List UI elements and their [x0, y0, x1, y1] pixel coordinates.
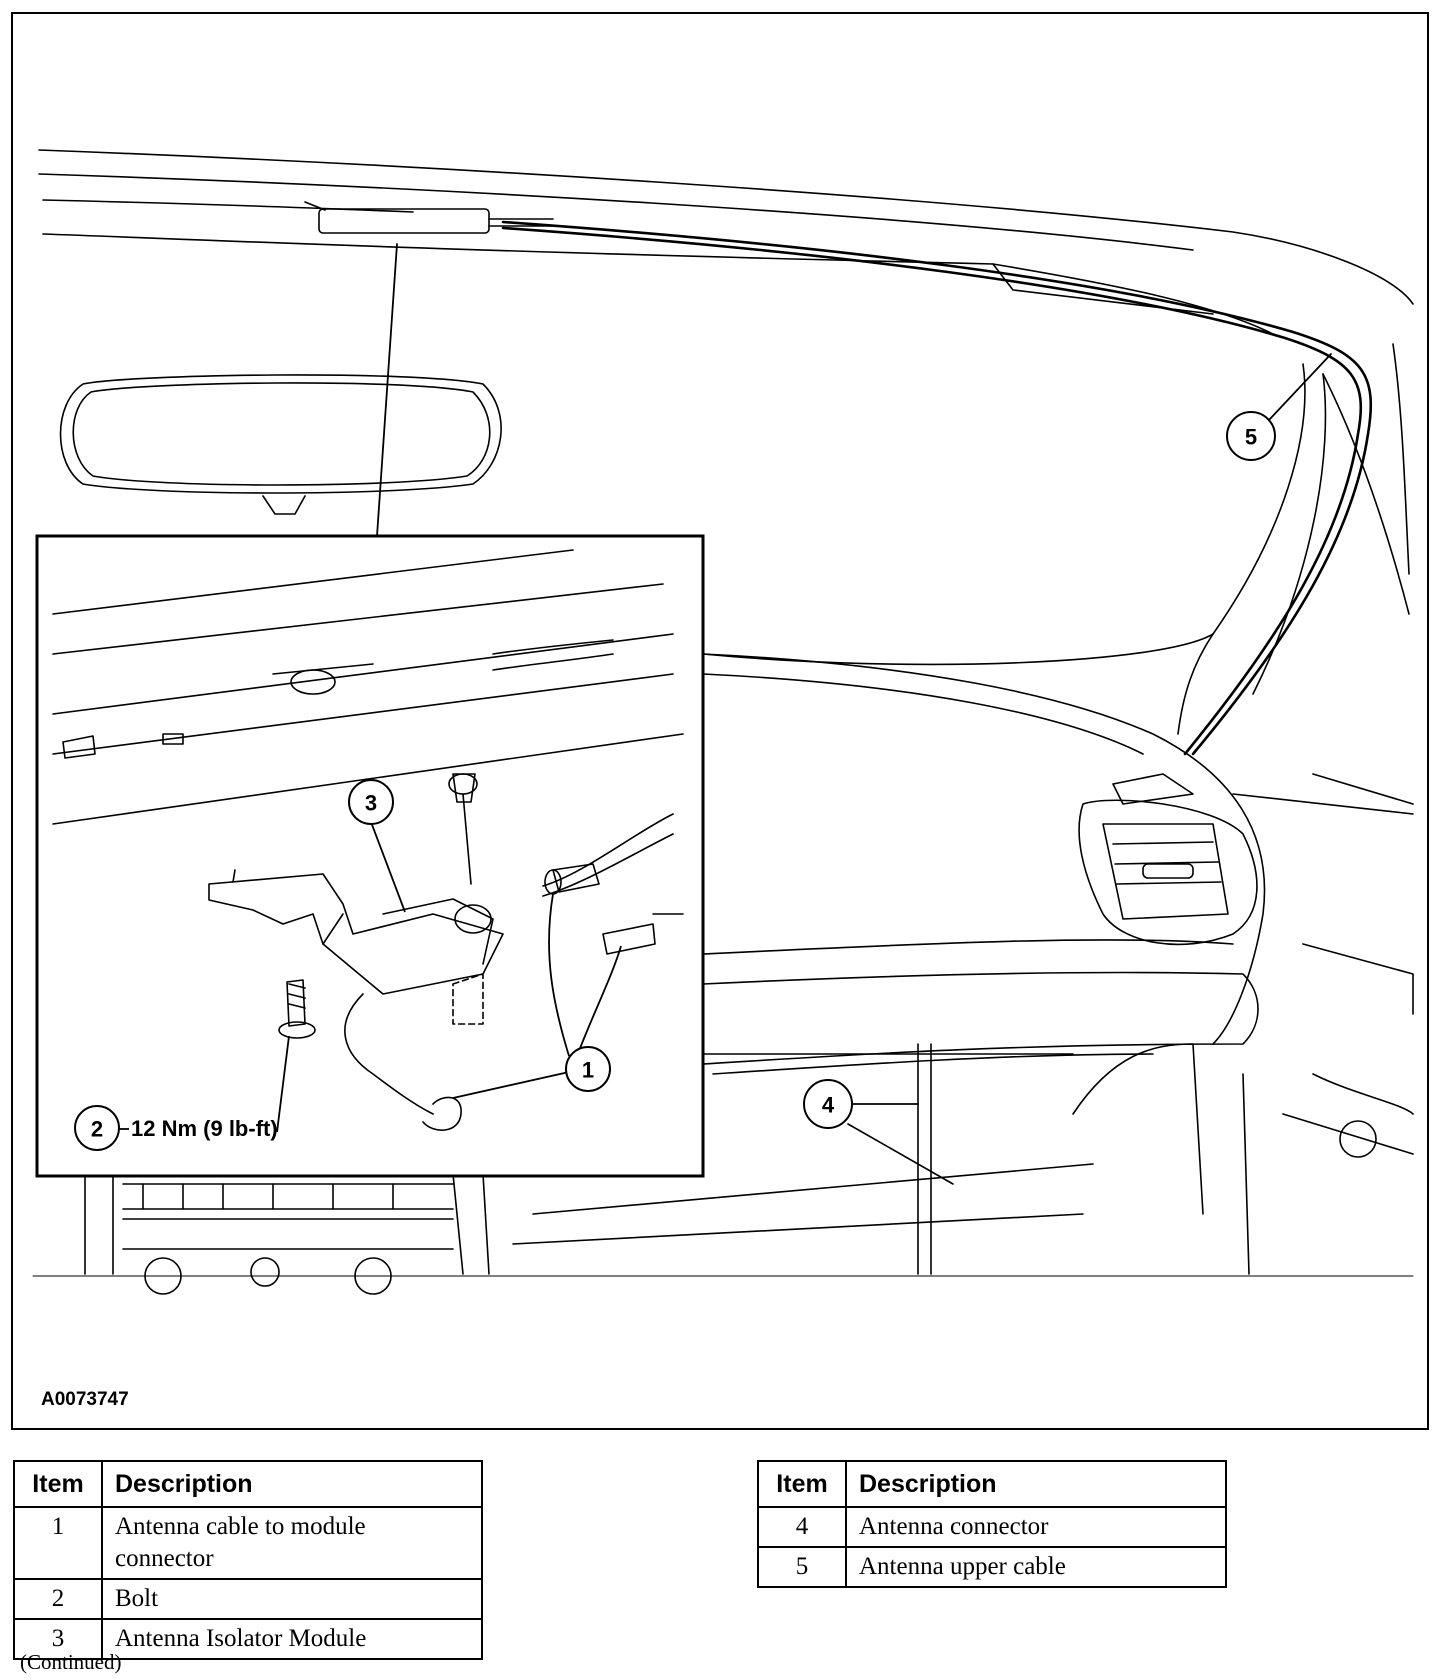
a-pillar-trim — [702, 363, 1327, 735]
item-column-header: Item — [757, 1460, 847, 1508]
air-vent — [1078, 773, 1258, 946]
callout-4-label: 4 — [822, 1093, 835, 1118]
rear-view-mirror — [59, 374, 502, 515]
legend-item-number: 4 — [757, 1506, 847, 1548]
callout-2-graphic — [74, 1105, 120, 1151]
legend-item-description: Antenna upper cable — [845, 1546, 1227, 1588]
continued-note: (Continued) — [20, 1650, 122, 1674]
legend-item-description: Antenna Isolator Module — [101, 1618, 483, 1660]
callout-4-graphic — [803, 1079, 919, 1129]
legend-row: 1 Antenna cable to module connector — [13, 1506, 483, 1580]
legend-header-row: Item Description — [13, 1460, 483, 1508]
callout-5-label: 5 — [1245, 425, 1257, 450]
legend-item-description: Antenna connector — [845, 1506, 1227, 1548]
legend-row: 5 Antenna upper cable — [757, 1546, 1227, 1588]
description-column-header: Description — [101, 1460, 483, 1508]
description-column-header: Description — [845, 1460, 1227, 1508]
legend-table-left: Item Description 1 Antenna cable to modu… — [13, 1460, 483, 1660]
legend-table-right: Item Description 4 Antenna connector 5 A… — [757, 1460, 1227, 1588]
antenna-upper-cable — [501, 220, 1373, 756]
legend-item-number: 3 — [13, 1618, 103, 1660]
callout-3-label: 3 — [365, 791, 377, 816]
torque-spec-label: 12 Nm (9 lb-ft) — [131, 1116, 278, 1141]
lower-dash-structure — [512, 773, 1414, 1275]
antenna-routing-illustration: 3 1 2 4 5 12 Nm (9 lb-ft) — [32, 149, 1414, 1295]
legend-row: 2 Bolt — [13, 1578, 483, 1620]
dashboard — [702, 653, 1266, 1075]
item-column-header: Item — [13, 1460, 103, 1508]
figure-id: A0073747 — [41, 1389, 129, 1410]
callout-2-label: 2 — [91, 1117, 103, 1142]
legend-header-row: Item Description — [757, 1460, 1227, 1508]
callout-5-graphic — [1226, 353, 1332, 461]
module-leader-line — [376, 243, 398, 537]
legend-item-description: Antenna cable to module connector — [101, 1506, 483, 1580]
callout-3-graphic — [348, 779, 394, 825]
legend-row: 4 Antenna connector — [757, 1506, 1227, 1548]
illustration-frame: 3 1 2 4 5 12 Nm (9 lb-ft) A0073747 — [11, 12, 1429, 1430]
roof-headliner-lines — [38, 149, 1414, 615]
legend-row: 3 Antenna Isolator Module — [13, 1618, 483, 1660]
legend-item-number: 1 — [13, 1506, 103, 1580]
callout-1-graphic — [565, 1046, 611, 1092]
legend-item-number: 5 — [757, 1546, 847, 1588]
detail-inset — [35, 534, 705, 1178]
legend-item-number: 2 — [13, 1578, 103, 1620]
legend-item-description: Bolt — [101, 1578, 483, 1620]
callout-1-label: 1 — [582, 1058, 594, 1083]
